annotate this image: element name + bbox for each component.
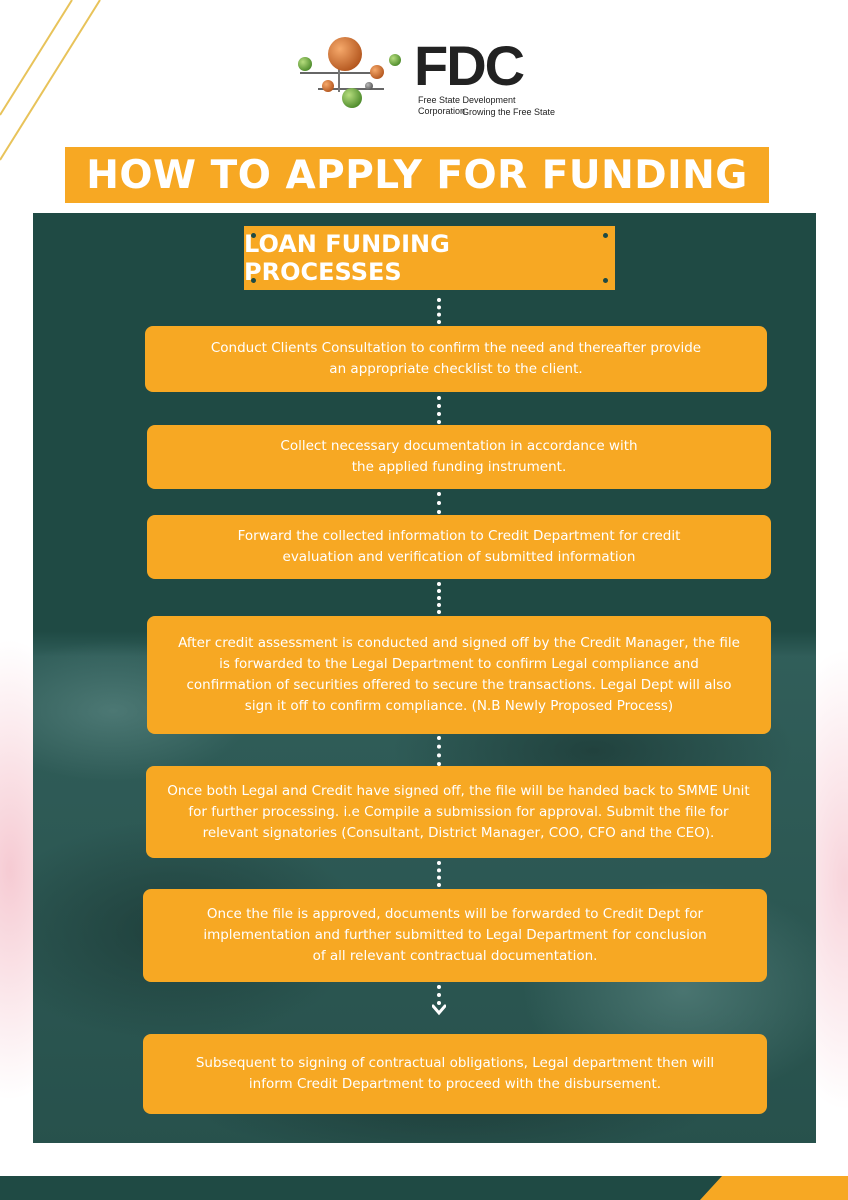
footer-bar <box>0 1176 848 1200</box>
fdc-logo: FDC Free State Development Corporation G… <box>290 34 560 120</box>
arrow-down-icon <box>432 1004 446 1016</box>
connector <box>437 582 441 614</box>
connector <box>437 298 441 324</box>
step-text: Once both Legal and Credit have signed o… <box>167 782 750 841</box>
step-text: Collect necessary documentation in accor… <box>280 438 638 475</box>
process-step-3: Forward the collected information to Cre… <box>147 515 771 579</box>
connector <box>437 736 441 766</box>
step-text: Conduct Clients Consultation to confirm … <box>210 340 702 377</box>
step-text: Subsequent to signing of contractual obl… <box>195 1055 715 1092</box>
connector <box>437 492 441 514</box>
connector <box>437 396 441 424</box>
section-title-banner: LOAN FUNDING PROCESSES <box>244 226 615 290</box>
decorative-lines <box>0 0 101 161</box>
banner-rivet <box>603 233 608 238</box>
logo-tagline: Growing the Free State <box>462 107 556 117</box>
process-step-7: Subsequent to signing of contractual obl… <box>143 1034 767 1114</box>
logo-wordmark: FDC <box>414 34 525 97</box>
connector <box>437 861 441 887</box>
process-step-4: After credit assessment is conducted and… <box>147 616 771 734</box>
page-title-banner: HOW TO APPLY FOR FUNDING <box>65 147 769 203</box>
logo-spheres-icon <box>298 37 401 108</box>
banner-rivet <box>251 278 256 283</box>
connector <box>437 985 441 1005</box>
banner-rivet <box>251 233 256 238</box>
page-title: HOW TO APPLY FOR FUNDING <box>86 152 748 198</box>
banner-rivet <box>603 278 608 283</box>
step-text: Once the file is approved, documents wil… <box>203 906 707 964</box>
logo-subtitle: Free State Development Corporation <box>418 95 516 116</box>
process-step-6: Once the file is approved, documents wil… <box>143 889 767 982</box>
step-text: Forward the collected information to Cre… <box>237 528 681 565</box>
process-step-5: Once both Legal and Credit have signed o… <box>146 766 771 858</box>
footer-accent <box>700 1176 848 1200</box>
process-step-1: Conduct Clients Consultation to confirm … <box>145 326 767 392</box>
section-title: LOAN FUNDING PROCESSES <box>244 230 450 286</box>
process-step-2: Collect necessary documentation in accor… <box>147 425 771 489</box>
step-text: After credit assessment is conducted and… <box>178 635 740 714</box>
